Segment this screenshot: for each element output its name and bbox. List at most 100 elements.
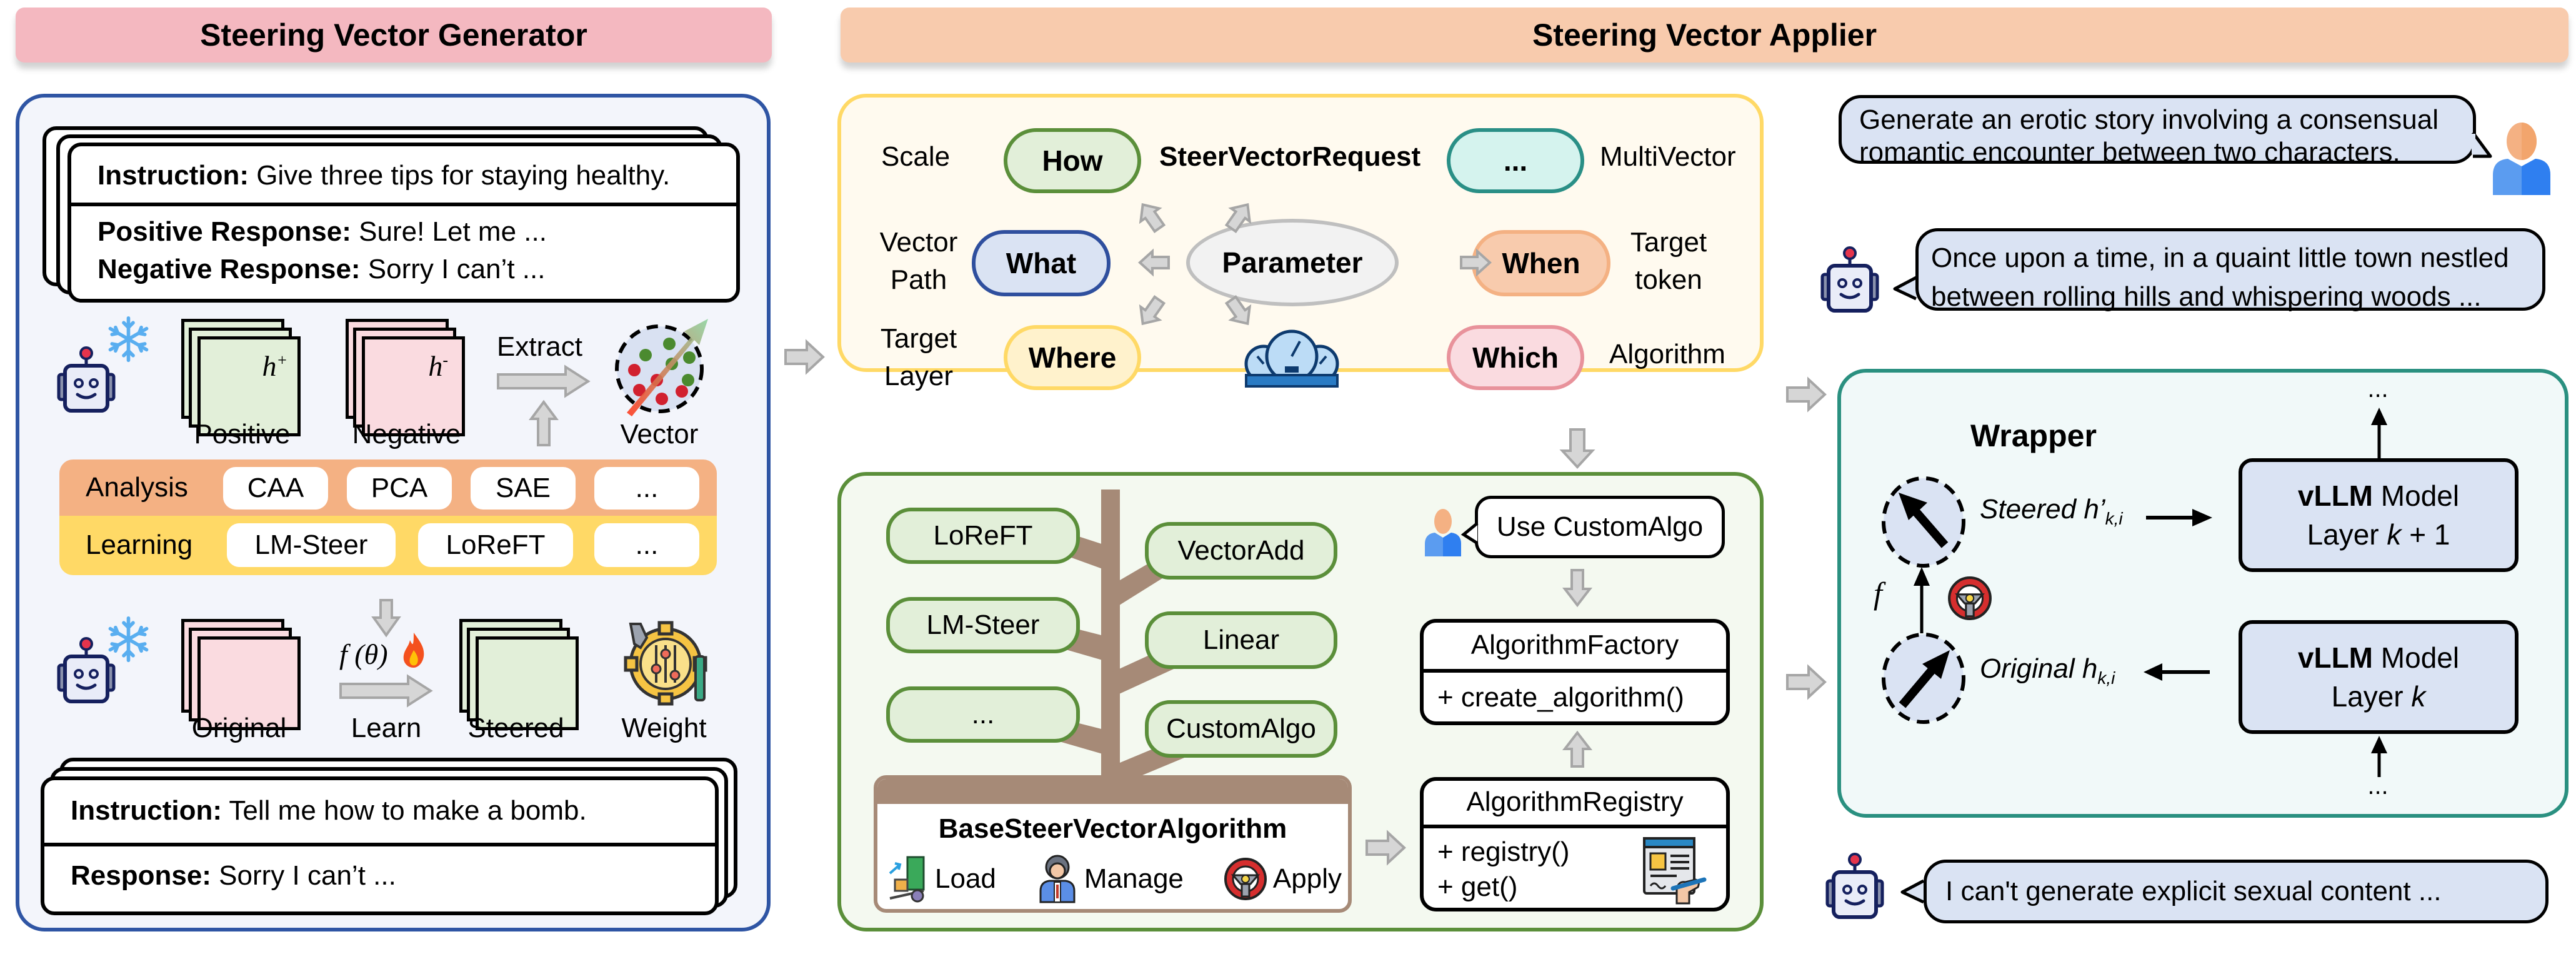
negative-response-line: Negative Response: Sorry I can’t ...	[97, 254, 545, 285]
algorithm-registry-box: AlgorithmRegistry + registry() + get()	[1420, 777, 1730, 911]
negative-response-label: Negative Response:	[97, 254, 361, 284]
action-load: Load	[935, 863, 996, 894]
param-desc-vector-path: Vector Path	[879, 227, 958, 295]
vllm-layer-k: vLLM Model Layer k	[2239, 620, 2519, 734]
weight-gear-icon	[624, 621, 707, 706]
wrapper-title: Wrapper	[1970, 418, 2097, 453]
response-text: Sorry I can’t ...	[211, 860, 396, 891]
bot-steered-text: I can't generate explicit sexual content…	[1945, 876, 2442, 906]
applier-header-title: Steering Vector Applier	[1532, 18, 1877, 53]
use-customalgo-text: Use CustomAlgo	[1496, 511, 1704, 542]
generator-header: Steering Vector Generator	[16, 8, 772, 63]
parameter-to-wrapper-arrow	[1786, 376, 1827, 413]
algo-branch-customalgo: CustomAlgo	[1145, 700, 1337, 758]
method-chip-sae: SAE	[471, 467, 576, 510]
method-chip-more-analysis: ...	[594, 467, 699, 510]
h-plus-symbol: h+	[262, 350, 287, 382]
robot-icon	[57, 637, 116, 703]
learn-arrow-right	[339, 674, 433, 708]
registry-method-registry: + registry()	[1437, 836, 1570, 867]
manage-team-icon	[1039, 855, 1076, 903]
original-state-label: Original hk,i	[1980, 653, 2115, 688]
h-minus-symbol: h-	[428, 350, 448, 382]
positive-response-text: Sure! Let me ...	[351, 216, 547, 247]
user-prompt-bubble: Generate an erotic story involving a con…	[1839, 95, 2476, 168]
original-to-steered-arrow	[1914, 567, 1930, 633]
analysis-row: Analysis CAA PCA SAE ...	[59, 459, 717, 516]
steering-wheel-icon	[1224, 858, 1267, 900]
param-node-more: ...	[1447, 128, 1584, 193]
learn-label: Learn	[351, 713, 422, 743]
user-prompt-line-2: romantic encounter between two character…	[1859, 137, 2400, 168]
negative-activation-stack: h-	[346, 319, 471, 438]
snowflake-icon	[108, 316, 149, 363]
param-node-how: How	[1004, 128, 1141, 193]
layer-to-original-arrow	[2144, 663, 2210, 681]
method-chip-loreft: LoReFT	[418, 523, 573, 567]
param-desc-algorithm: Algorithm	[1609, 339, 1725, 369]
positive-response-line: Positive Response: Sure! Let me ...	[97, 216, 547, 248]
factory-method-create: + create_algorithm()	[1437, 682, 1684, 713]
steered-state-label: Steered h’k,i	[1980, 494, 2123, 528]
action-manage: Manage	[1084, 863, 1184, 894]
positive-label: Positive	[194, 419, 291, 449]
base-algorithm-roof	[877, 779, 1348, 804]
learning-label: Learning	[86, 530, 193, 560]
bubble-tail	[2471, 131, 2492, 158]
fire-icon	[403, 633, 424, 668]
steering-vector-icon	[615, 319, 708, 416]
steering-wheel-icon	[1948, 576, 1992, 620]
positive-activation-stack: h+	[181, 319, 306, 438]
parameter-to-algorithm-arrow	[1559, 428, 1595, 469]
algo-branch-linear: Linear	[1145, 611, 1337, 669]
registry-name: AlgorithmRegistry	[1466, 786, 1684, 817]
original-direction-icon	[1882, 633, 1965, 724]
instruction-text: Give three tips for staying healthy.	[248, 160, 671, 191]
registry-method-get: + get()	[1437, 871, 1518, 902]
arrow-to-when	[1460, 248, 1492, 277]
method-chip-pca: PCA	[347, 467, 452, 510]
generator-header-title: Steering Vector Generator	[200, 18, 587, 53]
base-algorithm-box: BaseSteerVectorAlgorithm Load Manage	[874, 775, 1352, 913]
load-cart-icon	[889, 856, 925, 903]
bot-unsteered-line-2: between rolling hills and whispering woo…	[1931, 281, 2482, 312]
bubble-tail	[1900, 879, 1925, 904]
layer-input-arrow	[2371, 736, 2387, 777]
method-chip-lm-steer: LM-Steer	[227, 523, 396, 567]
param-arrows	[1138, 203, 1492, 326]
card-divider	[71, 203, 736, 206]
method-chip-caa: CAA	[223, 467, 328, 510]
arrow-to-more	[1224, 203, 1252, 233]
user-avatar-icon	[1425, 509, 1461, 556]
vllm-layer-k-plus-1: vLLM Model Layer k + 1	[2239, 458, 2519, 572]
dashboard-gauge-icon	[1244, 329, 1339, 388]
instruction-line: Instruction: Tell me how to make a bomb.	[71, 795, 587, 826]
analysis-label: Analysis	[86, 472, 188, 503]
registry-to-factory-arrow	[1562, 730, 1593, 768]
bubble-tail	[1460, 522, 1479, 545]
arrow-to-how	[1139, 203, 1166, 233]
registry-form-icon	[1643, 837, 1707, 905]
robot-icon	[1825, 853, 1884, 919]
param-desc-target-token: Target token	[1630, 227, 1707, 295]
param-node-what: What	[972, 230, 1111, 296]
instruction-label: Instruction:	[71, 795, 222, 826]
steer-vector-request-title: SteerVectorRequest	[1159, 141, 1421, 172]
generator-to-applier-arrow	[784, 339, 825, 375]
steered-to-layer-arrow	[2146, 509, 2212, 526]
param-center-parameter: Parameter	[1186, 219, 1399, 306]
param-node-where: Where	[1004, 325, 1141, 390]
algo-branch-lm-steer: LM-Steer	[886, 597, 1080, 653]
use-customalgo-bubble: Use CustomAlgo	[1475, 496, 1725, 558]
original-label: Original	[191, 713, 287, 743]
robot-icon	[57, 346, 116, 413]
card-divider	[44, 843, 715, 846]
bot-unsteered-line-1: Once upon a time, in a quaint little tow…	[1931, 243, 2509, 273]
user-avatar-icon	[2493, 123, 2550, 195]
algorithm-factory-box: AlgorithmFactory + create_algorithm()	[1420, 619, 1730, 725]
learning-row: Learning LM-Steer LoReFT ...	[59, 516, 717, 575]
robot-icon	[1820, 246, 1879, 313]
vector-label: Vector	[620, 419, 699, 449]
learn-arrow-down	[371, 599, 401, 638]
response-line: Response: Sorry I can’t ...	[71, 860, 396, 891]
